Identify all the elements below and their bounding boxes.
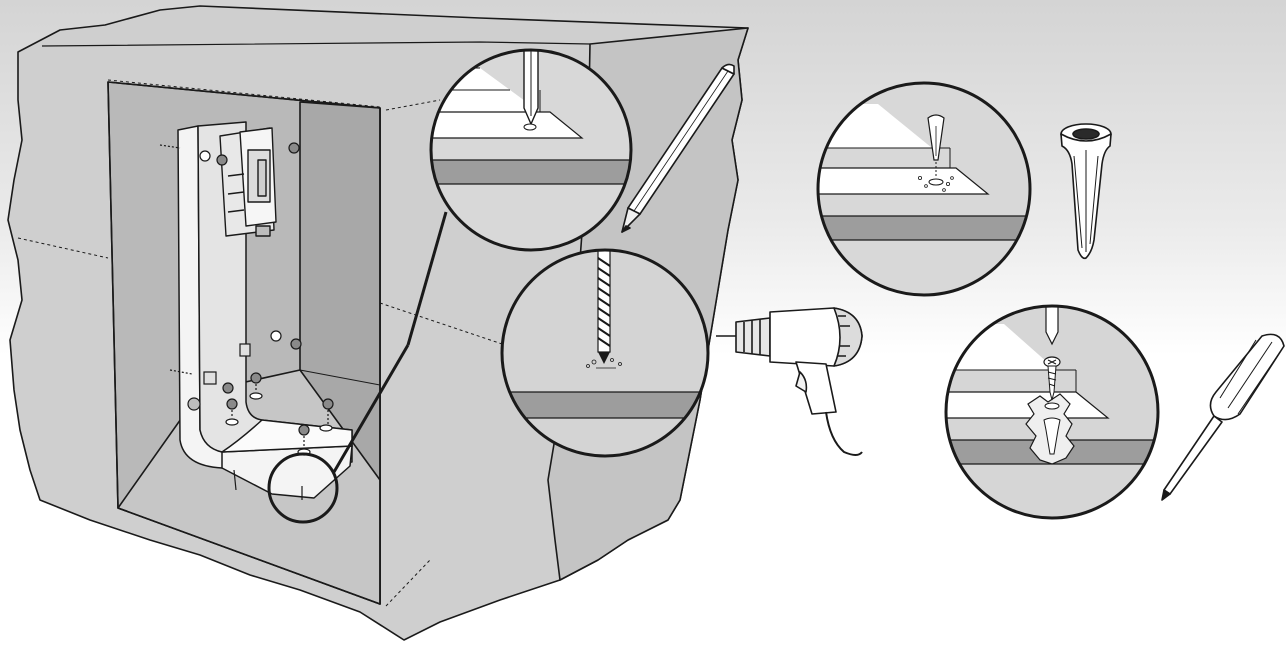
callout [267,211,448,524]
wall-top-edge [41,41,591,47]
screwdriver-icon [1161,333,1285,501]
lens-mark-hole [429,48,633,252]
guide-lines [17,79,521,607]
callout-circle [267,452,339,524]
lens-insert-anchor [816,81,1032,297]
drill-icon [716,307,863,456]
recess-outline [107,81,381,605]
lens-drill-hole [500,248,710,458]
mount-clip [219,127,277,237]
pencil-icon [621,63,735,233]
lens-fasten-screw [944,304,1160,520]
wall-anchor-icon [1060,123,1112,260]
